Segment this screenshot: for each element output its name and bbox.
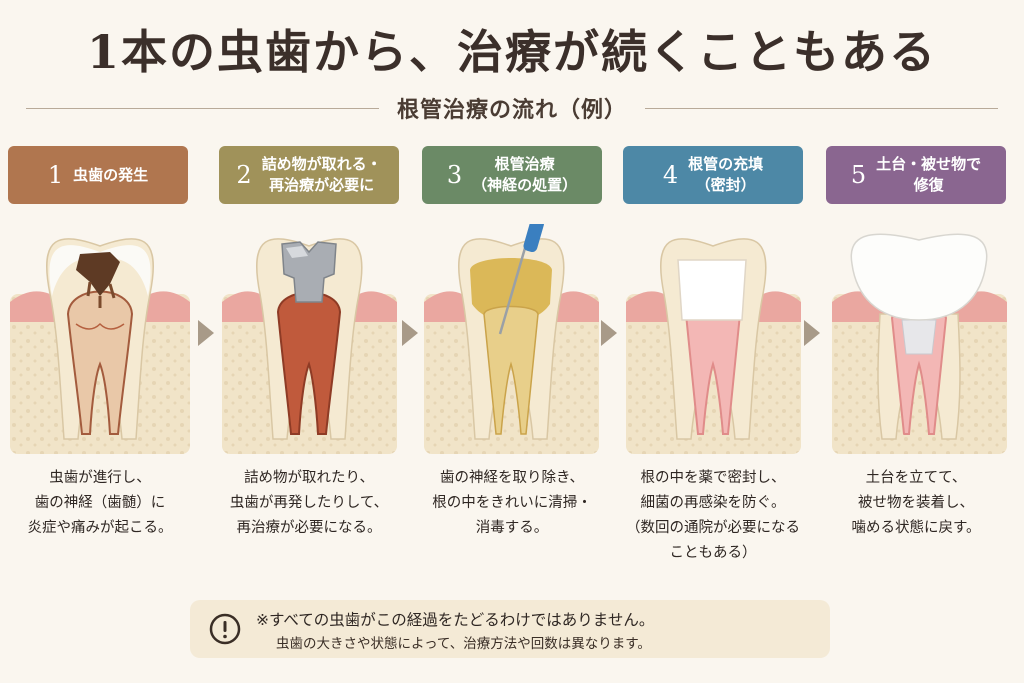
step-number: 3 — [446, 161, 463, 189]
step-3-description: 歯の神経を取り除き、根の中をきれいに清掃・消毒する。 — [432, 470, 592, 536]
step-3-label: 3 根管治療（神経の処置） — [422, 146, 602, 204]
step-2-label: 2 詰め物が取れる・再治療が必要に — [219, 146, 399, 204]
arrow-right-icon — [198, 320, 214, 346]
arrow-right-icon — [804, 320, 820, 346]
step-number: 5 — [850, 161, 867, 189]
step-title: 根管治療（神経の処置） — [472, 155, 578, 194]
root-canal-file-icon — [424, 224, 599, 454]
exclamation-circle-icon — [209, 613, 241, 645]
step-title: 土台・被せ物で修復 — [876, 155, 982, 194]
step-1-label: 1 虫歯の発生 — [8, 146, 188, 204]
filled-tooth-icon — [222, 238, 397, 454]
step-number: 4 — [662, 161, 679, 189]
decayed-tooth-icon — [10, 238, 190, 454]
step-5-label: 5 土台・被せ物で修復 — [826, 146, 1006, 204]
step-title: 根管の充填（密封） — [688, 155, 764, 194]
divider-right — [645, 107, 999, 109]
divider-left — [26, 107, 379, 109]
page-title: 1本の虫歯から、治療が続くこともある — [86, 25, 937, 79]
step-number: 2 — [236, 161, 252, 189]
note-box: ※すべての虫歯がこの経過をたどるわけではありません。 虫歯の大きさや状態によって… — [190, 600, 830, 658]
step-title: 詰め物が取れる・再治療が必要に — [261, 155, 382, 194]
filled-root-tooth-icon — [626, 238, 801, 454]
arrow-right-icon — [601, 320, 617, 346]
step-4-label: 4 根管の充填（密封） — [623, 146, 803, 204]
step-title: 虫歯の発生 — [73, 165, 149, 184]
step-2-description: 詰め物が取れたり、虫歯が再発したりして、再治療が必要になる。 — [229, 470, 389, 536]
step-1-description: 虫歯が進行し、歯の神経（歯髄）に炎症や痛みが起こる。 — [27, 470, 173, 536]
crowned-tooth-icon — [832, 233, 1007, 454]
note-line-1: ※すべての虫歯がこの経過をたどるわけではありません。 — [256, 611, 655, 629]
arrow-right-icon — [402, 320, 418, 346]
step-number: 1 — [47, 161, 64, 189]
step-4-description: 根の中を薬で密封し、細菌の再感染を防ぐ。（数回の通院が必要になることもある） — [626, 470, 800, 561]
step-5-description: 土台を立てて、被せ物を装着し、噛める状態に戻す。 — [851, 470, 981, 536]
note-line-2: 虫歯の大きさや状態によって、治療方法や回数は異なります。 — [276, 636, 651, 652]
subtitle-row: 根管治療の流れ（例） — [26, 93, 999, 123]
page-subtitle: 根管治療の流れ（例） — [397, 98, 628, 123]
